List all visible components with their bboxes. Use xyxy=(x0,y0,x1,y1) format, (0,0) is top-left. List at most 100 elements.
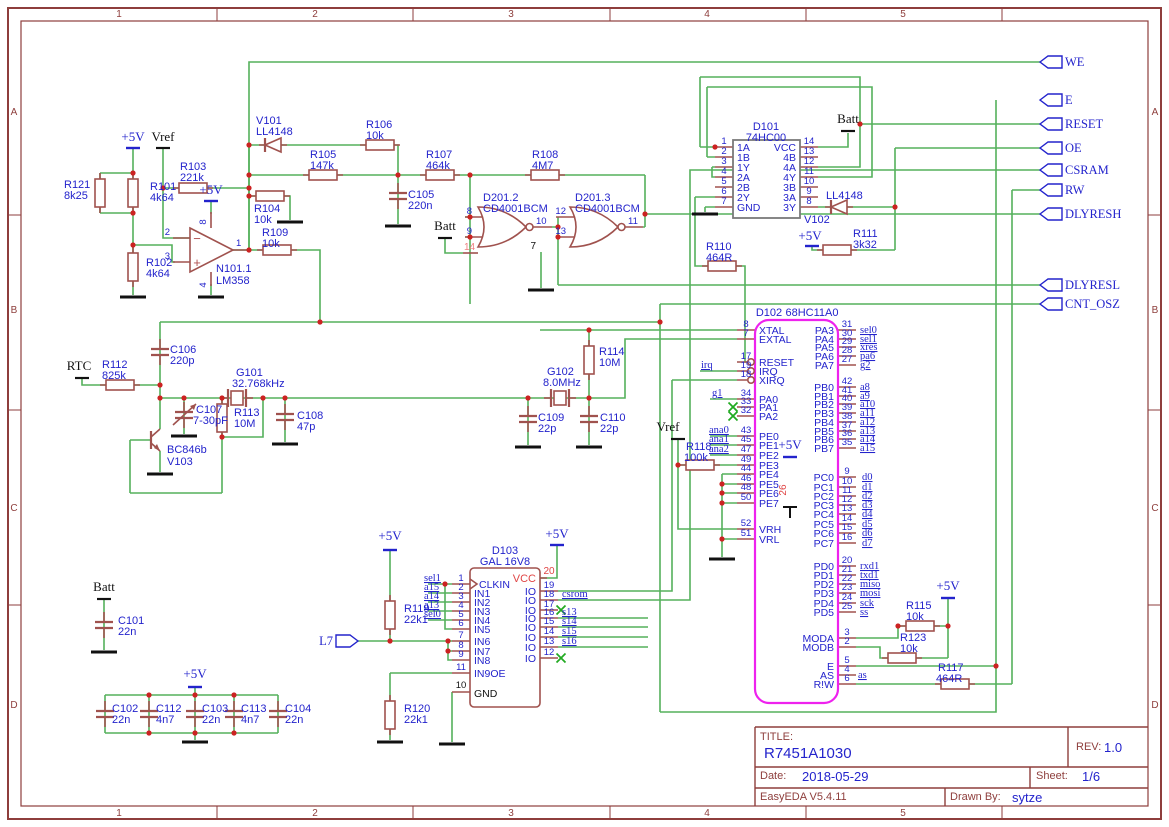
port-we[interactable]: WE xyxy=(1038,55,1085,69)
port-dlyresl[interactable]: DLYRESL xyxy=(1038,278,1120,292)
c112-ref: C112 xyxy=(156,703,181,715)
port-e-flag-icon[interactable] xyxy=(1038,93,1063,107)
port-we-flag-icon[interactable] xyxy=(1038,55,1063,69)
port-csram-flag-icon[interactable] xyxy=(1038,163,1063,177)
labels-layer: +5VR1218k25R1014k64R1024k64VrefR103221k+… xyxy=(10,9,1158,819)
d101-pin-7: 7 xyxy=(721,196,726,207)
nor-gate-D201-3[interactable] xyxy=(568,206,626,248)
port-dlyresh-label: DLYRESH xyxy=(1065,207,1121,221)
port-dlyresl-flag-icon[interactable] xyxy=(1038,278,1063,292)
junction-dot xyxy=(192,692,198,698)
opamp-val: LM358 xyxy=(216,275,250,287)
chip-D103-GAL16V8[interactable] xyxy=(469,567,541,708)
d2012-ref: D201.2 xyxy=(483,192,518,204)
v103-val: BC846b xyxy=(167,444,207,456)
port-dlyresh-flag-icon[interactable] xyxy=(1038,207,1063,221)
cd4001-pin7: 7 xyxy=(530,241,536,252)
r104-val: 10k xyxy=(254,214,272,226)
opamp-N101[interactable] xyxy=(189,226,235,274)
junction-dot xyxy=(719,500,725,506)
d102-pin-15: 15 xyxy=(842,522,853,533)
d103-clkin: CLKIN xyxy=(479,579,510,591)
border-col-top-2: 2 xyxy=(312,9,318,20)
d102-pa4: PA4 xyxy=(815,334,834,346)
d102-pin-23: 23 xyxy=(842,582,853,593)
d103-in8: IN8 xyxy=(474,655,491,667)
port-oe-flag-icon[interactable] xyxy=(1038,141,1063,155)
net-sck: sck xyxy=(860,598,875,609)
cd4001-pin14: 14 xyxy=(464,242,476,253)
pwr-5v-7: +5V xyxy=(798,228,822,243)
d102-reset: RESET xyxy=(759,357,795,369)
d101-val: 74HC00 xyxy=(746,132,786,144)
batt-flag-3: Batt xyxy=(434,218,456,233)
transistor-V103[interactable] xyxy=(149,428,161,452)
port-l7[interactable]: L7 xyxy=(319,634,360,648)
port-reset[interactable]: RESET xyxy=(1038,117,1104,131)
r110-val: 464R xyxy=(706,252,732,264)
d102-pin-13: 13 xyxy=(842,503,853,514)
titleblock-date-label: Date: xyxy=(760,770,787,782)
port-cnt-osz-flag-icon[interactable] xyxy=(1038,297,1063,311)
v102-ref: V102 xyxy=(804,214,830,226)
title-block xyxy=(754,726,1148,806)
d102-pin-24: 24 xyxy=(842,592,853,603)
port-rw[interactable]: RW xyxy=(1038,183,1085,197)
d102-e: E xyxy=(827,661,834,673)
net-csrom: csrom xyxy=(562,589,588,600)
net-a12: a12 xyxy=(860,417,875,428)
d102-pin-35: 35 xyxy=(842,437,853,448)
d103-pin-5: 5 xyxy=(458,609,463,620)
c105-val: 220n xyxy=(408,200,432,212)
d103-pin-7: 7 xyxy=(458,630,463,641)
chip-D102-68HC11A0[interactable] xyxy=(746,318,840,705)
port-l7-flag-icon[interactable] xyxy=(335,634,360,648)
components-layer[interactable] xyxy=(73,129,976,746)
d102-pin-36: 36 xyxy=(842,428,853,439)
d102-pb6: PB6 xyxy=(814,434,834,446)
nor-gate-D201-2[interactable] xyxy=(476,206,534,248)
port-e[interactable]: E xyxy=(1038,93,1073,107)
port-dlyresh[interactable]: DLYRESH xyxy=(1038,207,1121,221)
d102-pe2: PE2 xyxy=(759,450,779,462)
junction-dot xyxy=(719,536,725,542)
d103-pin-9: 9 xyxy=(458,649,463,660)
d102-pd3: PD3 xyxy=(814,588,835,600)
opamp-pin-1: 1 xyxy=(236,238,241,249)
port-reset-flag-icon[interactable] xyxy=(1038,117,1063,131)
net-a13-a: a13 xyxy=(860,426,875,437)
sheet-frame xyxy=(7,7,1162,820)
capacitor-C107-variable[interactable] xyxy=(172,400,197,430)
net-g2: g2 xyxy=(860,360,871,371)
d103-pin-2: 2 xyxy=(458,582,463,593)
d102-irq: IRQ xyxy=(759,366,778,378)
d101-2b: 2B xyxy=(737,182,750,194)
port-csram[interactable]: CSRAM xyxy=(1038,163,1109,177)
pwr-5v-1: +5V xyxy=(121,129,145,144)
r102-ref: R102 xyxy=(146,257,172,269)
d103-pin-19: 19 xyxy=(544,580,555,591)
c106-val: 220p xyxy=(170,355,194,367)
r119-val: 22k1 xyxy=(404,614,428,626)
net-xres: xres xyxy=(860,342,878,353)
g2-pin9: 9 xyxy=(467,226,472,237)
d102-pin-28: 28 xyxy=(842,345,853,356)
port-rw-flag-icon[interactable] xyxy=(1038,183,1063,197)
v102-val: LL4148 xyxy=(826,190,863,202)
port-oe[interactable]: OE xyxy=(1038,141,1082,155)
opamp-pin-4: 4 xyxy=(198,282,209,287)
d102-pc3: PC3 xyxy=(814,500,835,512)
net-ports[interactable]: WE E RESET OE CSRAM RW DLYRESH DLYRESL CNT_OSZ L7 xyxy=(319,55,1121,648)
chip-D101-74HC00[interactable] xyxy=(732,139,801,219)
r105-ref: R105 xyxy=(310,149,336,161)
d102-pa6: PA6 xyxy=(815,351,834,363)
d102-pin-51: 51 xyxy=(741,528,752,539)
port-cnt-osz[interactable]: CNT_OSZ xyxy=(1038,297,1120,311)
d102-pin-42: 42 xyxy=(842,376,853,387)
d102-pin-5: 5 xyxy=(844,655,849,666)
junction-dot xyxy=(192,730,198,736)
d101-1a: 1A xyxy=(737,142,750,154)
g3-pin11: 11 xyxy=(628,216,638,227)
d103-io8: IO xyxy=(525,653,536,665)
